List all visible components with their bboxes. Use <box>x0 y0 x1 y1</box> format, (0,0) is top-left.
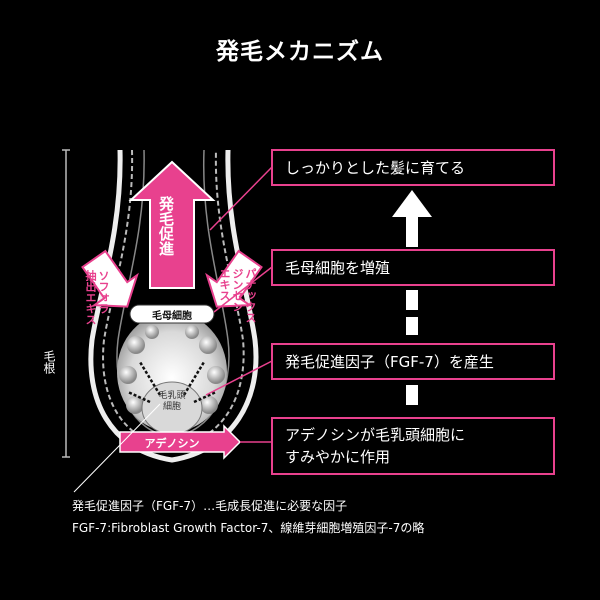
footnote-fgf7-abbreviation: FGF-7:Fibroblast Growth Factor-7、線維芽細胞増殖… <box>72 521 425 535</box>
footnote-fgf7-definition: 発毛促進因子（FGF-7）…毛成長促進に必要な因子 <box>72 499 348 513</box>
root-bracket <box>62 149 70 458</box>
signal-arrows <box>127 361 217 404</box>
left-extract-arrow-icon <box>81 249 139 308</box>
cell-cluster <box>119 325 225 414</box>
box-adenosine-action-text: アデノシンが毛乳頭細胞に すみやかに作用 <box>285 426 466 466</box>
papilla-label: 毛乳頭 細胞 <box>158 391 186 412</box>
box-adenosine-action: アデノシンが毛乳頭細胞に すみやかに作用 <box>271 417 555 475</box>
adenosine-banner <box>119 424 242 460</box>
matrix-cell-label: 毛母細胞 <box>152 311 192 322</box>
matrix-cell-pill <box>129 304 215 324</box>
box-strong-hair: しっかりとした髪に育てる <box>271 149 555 186</box>
left-extract-label: ソフォラ 抽出エキス <box>84 270 110 325</box>
footnote-pointer <box>73 403 161 493</box>
box-fgf7-production: 発毛促進因子（FGF-7）を産生 <box>271 343 555 380</box>
page-title: 発毛メカニズム <box>216 39 384 65</box>
adenosine-label: アデノシン <box>144 437 200 450</box>
growth-arrow-icon <box>128 160 216 289</box>
right-extract-arrow-icon <box>205 249 263 308</box>
upward-progress-arrow <box>392 190 432 405</box>
box-strong-hair-text: しっかりとした髪に育てる <box>285 158 466 177</box>
box-matrix-proliferation-text: 毛母細胞を増殖 <box>285 258 391 277</box>
root-label: 毛根 <box>42 350 56 374</box>
box-fgf7-production-text: 発毛促進因子（FGF-7）を産生 <box>285 352 494 371</box>
box-matrix-proliferation: 毛母細胞を増殖 <box>271 249 555 286</box>
connector-lines <box>205 166 273 443</box>
growth-arrow-label: 発毛促進 <box>157 196 175 256</box>
right-extract-label: パナックス ジンセン エキス <box>218 268 257 323</box>
